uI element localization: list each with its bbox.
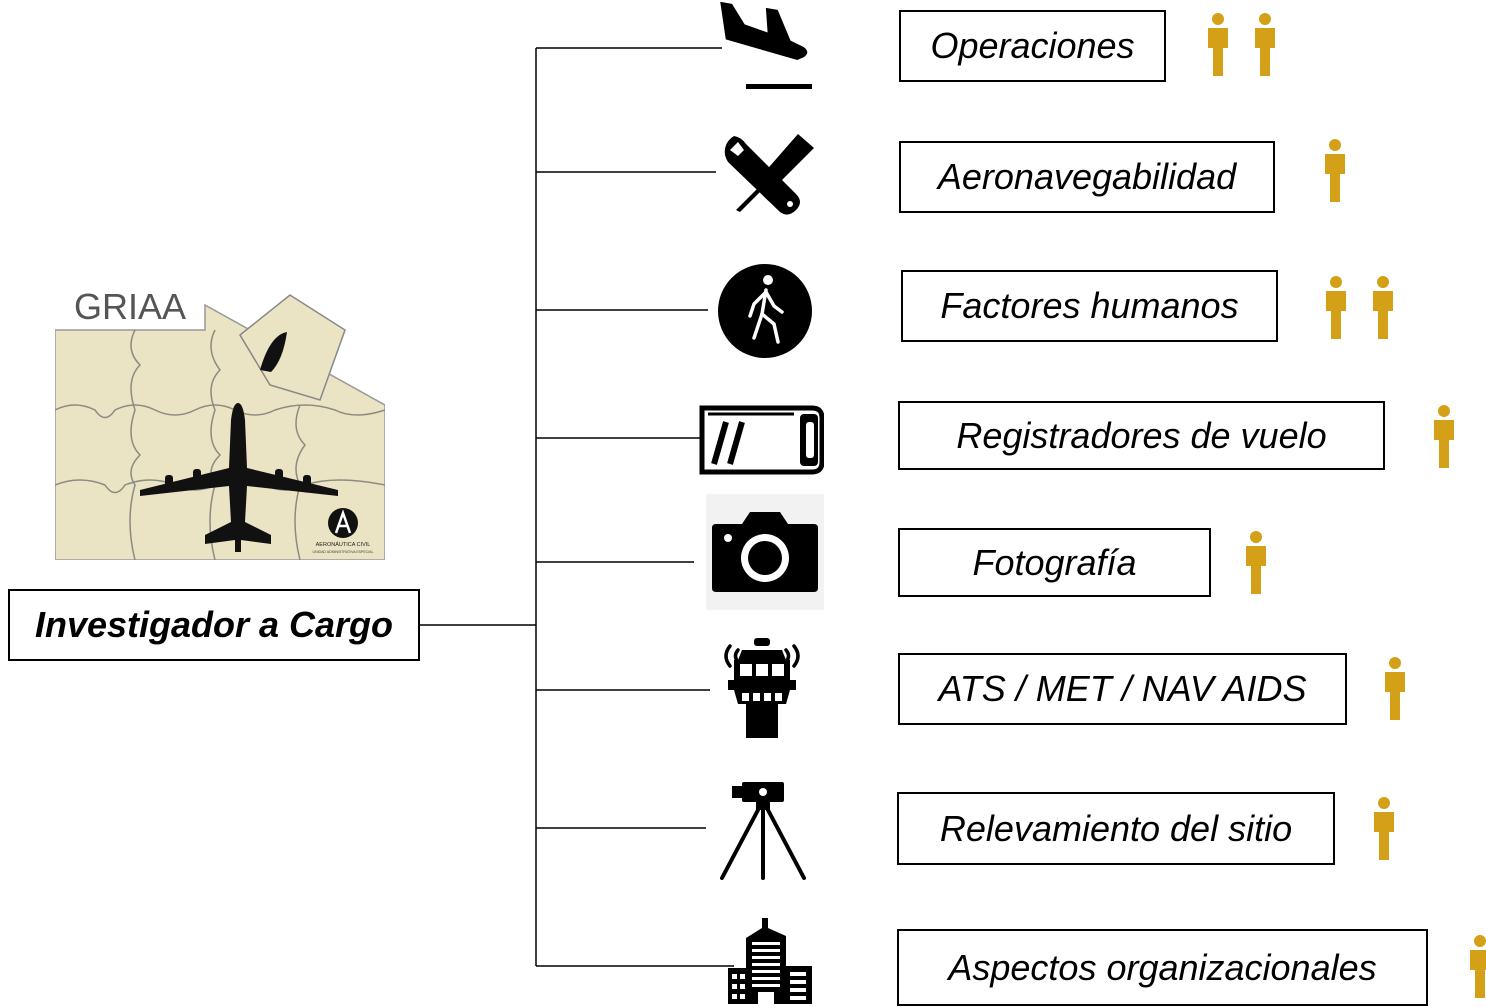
person-icon (1208, 13, 1228, 76)
tripod-icon (720, 782, 806, 880)
category-box-aspectos-organizacionales: Aspectos organizacionales (897, 929, 1428, 1006)
wrench-screwdriver-icon (724, 134, 814, 215)
building-icon (728, 918, 812, 1004)
person-icon (1325, 139, 1345, 202)
category-box-operaciones: Operaciones (899, 10, 1166, 82)
category-box-registradores-de-vuelo: Registradores de vuelo (898, 401, 1385, 470)
airplane-landing-icon (720, 2, 812, 89)
logo-seal-subtext: UNIDAD ADMINISTRATIVA ESPECIAL (313, 550, 374, 554)
flight-recorder-icon (699, 405, 824, 475)
person-icon (1373, 276, 1393, 339)
category-box-fotografia: Fotografía (898, 528, 1211, 597)
category-box-aeronavegabilidad: Aeronavegabilidad (899, 141, 1275, 213)
person-icon (1470, 935, 1486, 998)
person-icon (1246, 531, 1266, 594)
logo-title: GRIAA (74, 286, 187, 327)
category-box-relevamiento-del-sitio: Relevamiento del sitio (897, 792, 1335, 865)
camera-icon (706, 494, 824, 610)
root-box: Investigador a Cargo (8, 589, 420, 661)
category-box-factores-humanos: Factores humanos (901, 270, 1278, 342)
person-icon (1374, 797, 1394, 860)
control-tower-icon (724, 638, 800, 738)
griaa-puzzle-logo: AERONÁUTICA CIVIL UNIDAD ADMINISTRATIVA … (55, 294, 385, 560)
person-icon (1255, 13, 1275, 76)
category-box-ats-met-nav-aids: ATS / MET / NAV AIDS (898, 653, 1347, 725)
walking-person-icon (718, 264, 812, 358)
person-icon (1385, 657, 1405, 720)
person-icon (1326, 276, 1346, 339)
logo-seal-text: AERONÁUTICA CIVIL (316, 541, 371, 548)
person-icon (1434, 405, 1454, 468)
